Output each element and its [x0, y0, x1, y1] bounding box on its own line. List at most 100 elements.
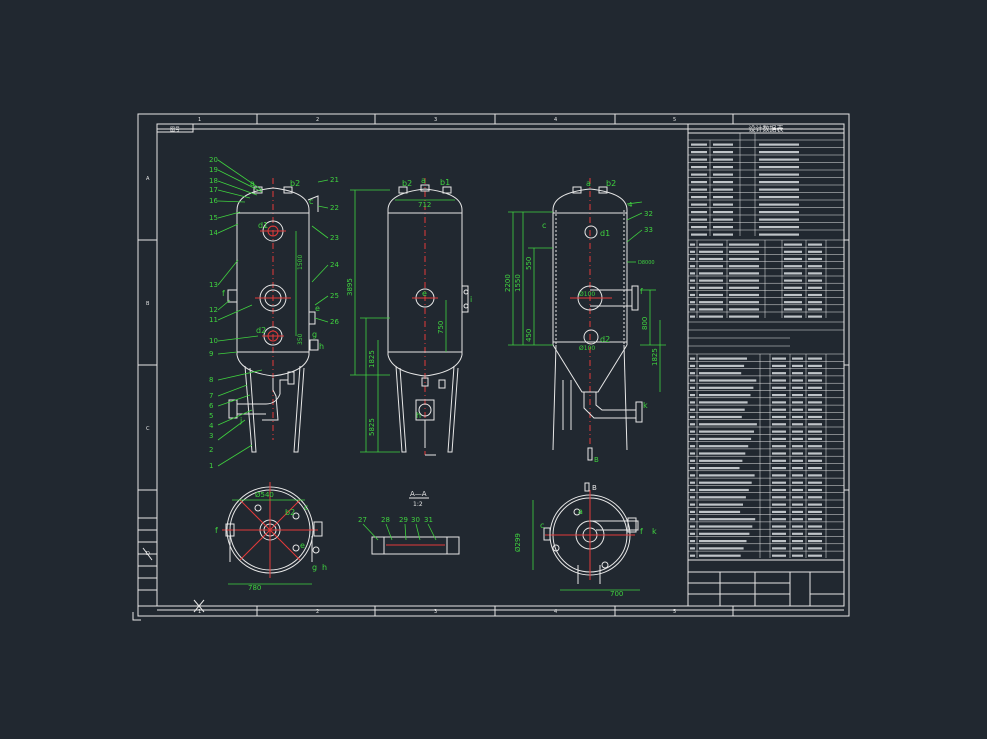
table-cell-text	[808, 272, 822, 275]
table-cell-text	[792, 474, 803, 477]
table-cell-text	[784, 293, 802, 297]
side-nozzle-h: h	[416, 411, 421, 420]
table-cell-text	[792, 357, 803, 360]
table-cell-text	[699, 518, 756, 521]
top-plan-label-b2: b2	[285, 508, 295, 517]
table-cell-text	[699, 394, 751, 397]
zone-bottom-2: 2	[316, 609, 319, 615]
table-cell-text	[699, 243, 723, 246]
table-cell-text	[808, 467, 822, 470]
table-cell-text	[792, 554, 803, 557]
table-cell-text	[690, 423, 695, 426]
table-cell-text	[690, 308, 695, 311]
table-cell-text	[690, 467, 695, 470]
table-cell-text	[699, 554, 741, 557]
table-cell-text	[792, 423, 803, 426]
table-cell-text	[691, 196, 707, 199]
table-cell-text	[772, 496, 786, 499]
table-cell-text	[759, 211, 799, 214]
table-cell-text	[713, 196, 733, 199]
table-cell-text	[772, 547, 786, 550]
table-cell-text	[792, 503, 803, 506]
table-cell-text	[772, 510, 786, 513]
table-cell-text	[729, 265, 759, 268]
table-cell-text	[699, 257, 723, 261]
table-cell-text	[690, 401, 695, 404]
table-cell-text	[772, 423, 786, 426]
table-cell-text	[772, 445, 786, 448]
part-label-4: 4	[209, 422, 214, 430]
top-plan-label-e: e	[300, 541, 305, 550]
table-cell-text	[808, 496, 822, 499]
front-nozzle-f: f	[222, 289, 225, 298]
table-cell-text	[808, 401, 822, 404]
table-cell-text	[690, 265, 695, 268]
table-cell-text	[808, 488, 822, 492]
part-label-23: 23	[330, 234, 339, 242]
zone-side-b: B	[146, 301, 150, 307]
table-cell-text	[772, 430, 786, 433]
table-cell-text	[691, 166, 707, 169]
side-nozzle-a: a	[421, 176, 426, 185]
front-dim-350: 350	[297, 333, 304, 345]
table-cell-text	[729, 293, 759, 297]
zone-top-4: 4	[554, 117, 557, 123]
table-cell-text	[690, 510, 695, 513]
table-cell-text	[808, 386, 822, 389]
detail-label-29: 29	[399, 516, 408, 524]
table-cell-text	[759, 188, 799, 191]
table-cell-text	[792, 379, 803, 382]
section-nozzle-c: c	[542, 221, 546, 230]
table-cell-text	[792, 437, 803, 440]
table-cell-text	[729, 301, 759, 304]
table-cell-text	[690, 525, 695, 528]
top-plan-dim-d540: Ø540	[255, 491, 274, 499]
table-cell-text	[808, 430, 822, 433]
nozzle-table	[688, 239, 844, 347]
bottom-plan-label-f: f	[640, 527, 643, 536]
table-cell-text	[772, 503, 786, 506]
section-dim-550: 550	[525, 257, 533, 270]
zone-bottom-5: 5	[673, 609, 676, 615]
section-dim-2200: 2200	[504, 274, 512, 292]
table-cell-text	[784, 265, 802, 268]
table-cell-text	[772, 540, 786, 543]
table-cell-text	[792, 488, 803, 492]
table-cell-text	[808, 379, 822, 382]
table-cell-text	[772, 386, 786, 389]
table-cell-text	[699, 467, 740, 470]
top-plan-label-g: g	[312, 563, 317, 572]
table-cell-text	[690, 379, 695, 382]
table-cell-text	[784, 301, 802, 304]
table-cell-text	[792, 430, 803, 433]
front-nozzle-j: j	[239, 416, 242, 425]
table-cell-text	[759, 203, 799, 206]
bottom-plan-dim-d299: Ø299	[514, 533, 522, 552]
section-dim-1550: 1550	[514, 274, 522, 292]
section-nozzle-a: a	[586, 179, 591, 188]
table-cell-text	[690, 386, 695, 389]
section-dim-1825: 1825	[651, 348, 659, 366]
section-tag: D8000	[638, 260, 655, 266]
zone-side-c: C	[146, 426, 150, 432]
table-cell-text	[699, 488, 749, 492]
table-cell-text	[759, 181, 799, 184]
table-cell-text	[772, 554, 786, 557]
part-label-6: 6	[209, 402, 214, 410]
table-cell-text	[808, 293, 822, 297]
table-cell-text	[784, 272, 802, 275]
section-nozzle-b: B	[594, 456, 599, 464]
table-cell-text	[699, 408, 745, 411]
zone-top-3: 3	[434, 117, 437, 123]
table-cell-text	[784, 286, 802, 289]
table-cell-text	[690, 540, 695, 543]
table-cell-text	[772, 415, 786, 419]
table-cell-text	[808, 308, 822, 311]
table-cell-text	[690, 357, 695, 360]
table-cell-text	[690, 301, 695, 304]
zone-bottom-4: 4	[554, 609, 557, 615]
table-cell-text	[808, 250, 822, 253]
table-cell-text	[691, 211, 707, 214]
table-cell-text	[699, 301, 723, 304]
top-plan-dim-780: 780	[248, 584, 261, 592]
